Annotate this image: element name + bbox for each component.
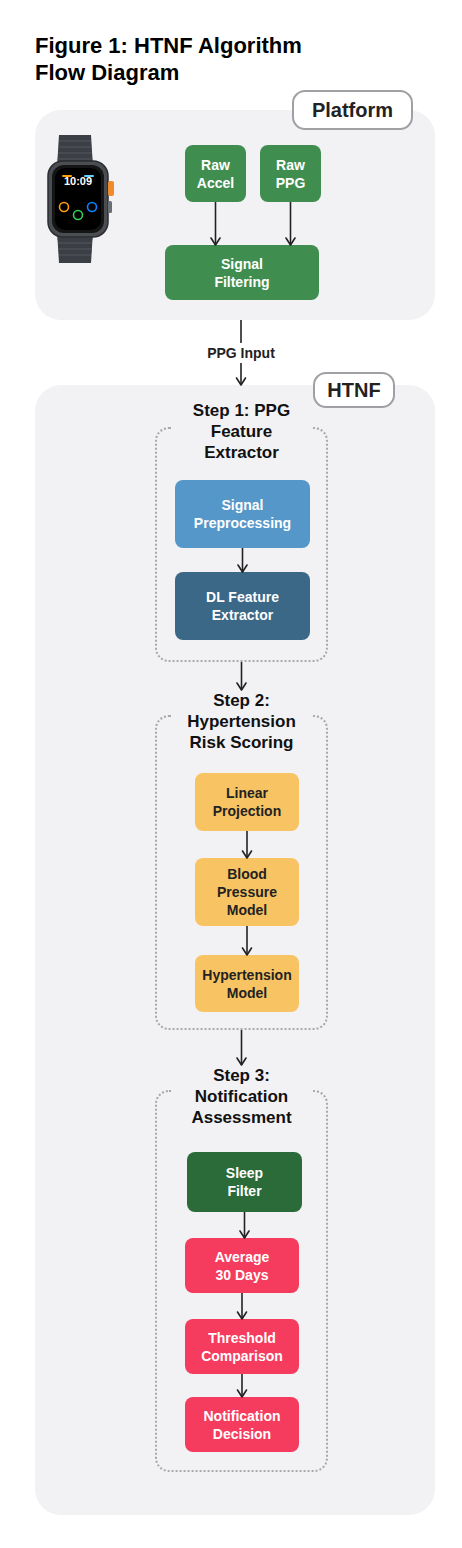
panel-label: HTNF [313, 372, 395, 408]
step-outline [155, 715, 328, 1030]
process-box: Raw Accel [185, 145, 246, 202]
process-box: Signal Preprocessing [175, 480, 310, 548]
watch-button [108, 201, 112, 213]
process-box: Threshold Comparison [185, 1319, 299, 1374]
step-heading: Step 1: PPG Feature Extractor [172, 400, 312, 463]
process-box: Raw PPG [260, 145, 321, 202]
box-label: Blood Pressure Model [198, 865, 296, 919]
process-box: Average 30 Days [185, 1238, 299, 1293]
step-outline [155, 1090, 328, 1472]
box-label: Sleep Filter [212, 1164, 277, 1200]
process-box: Sleep Filter [187, 1152, 302, 1212]
watch-case [48, 161, 108, 237]
step-group: Linear ProjectionBlood Pressure ModelHyp… [155, 690, 328, 1030]
watch-screen [55, 168, 101, 230]
process-box: Signal Filtering [165, 245, 319, 300]
box-label: Notification Decision [191, 1407, 293, 1443]
watch-illustration [40, 135, 120, 265]
complication [60, 203, 69, 212]
panel-label: Platform [292, 90, 413, 130]
complication [74, 211, 83, 220]
step-heading: Step 2: Hypertension Risk Scoring [172, 690, 312, 753]
step-group: Sleep FilterAverage 30 DaysThreshold Com… [155, 1065, 328, 1472]
step-group: Signal Preprocessing DL Feature Extractor… [155, 400, 328, 662]
box-label: Linear Projection [198, 784, 296, 820]
box-label: Threshold Comparison [191, 1329, 293, 1365]
box-label: Average 30 Days [210, 1248, 274, 1284]
figure-title: Figure 1: HTNF Algorithm Flow Diagram [35, 32, 335, 86]
edge-label: PPG Input [203, 343, 279, 363]
watch-crown [108, 181, 114, 196]
htnf-panel: Signal Preprocessing DL Feature Extractor… [35, 385, 435, 1515]
box-label: Signal Preprocessing [181, 496, 304, 532]
band-mesh [57, 237, 93, 255]
process-box: Hypertension Model [195, 955, 299, 1012]
box-label: Signal Filtering [200, 255, 284, 291]
watch-time: 10:09 [64, 175, 92, 187]
box-label: Hypertension Model [198, 966, 296, 1002]
box-label: DL Feature Extractor [181, 588, 304, 624]
complication [88, 203, 97, 212]
process-box: Blood Pressure Model [195, 858, 299, 926]
box-label: Raw Accel [188, 156, 243, 192]
process-box: Notification Decision [185, 1397, 299, 1452]
process-box: Linear Projection [195, 773, 299, 831]
box-label: Raw PPG [263, 156, 318, 192]
step-heading: Step 3: Notification Assessment [172, 1065, 312, 1128]
watch-bezel [52, 165, 104, 233]
process-box: DL Feature Extractor [175, 572, 310, 640]
